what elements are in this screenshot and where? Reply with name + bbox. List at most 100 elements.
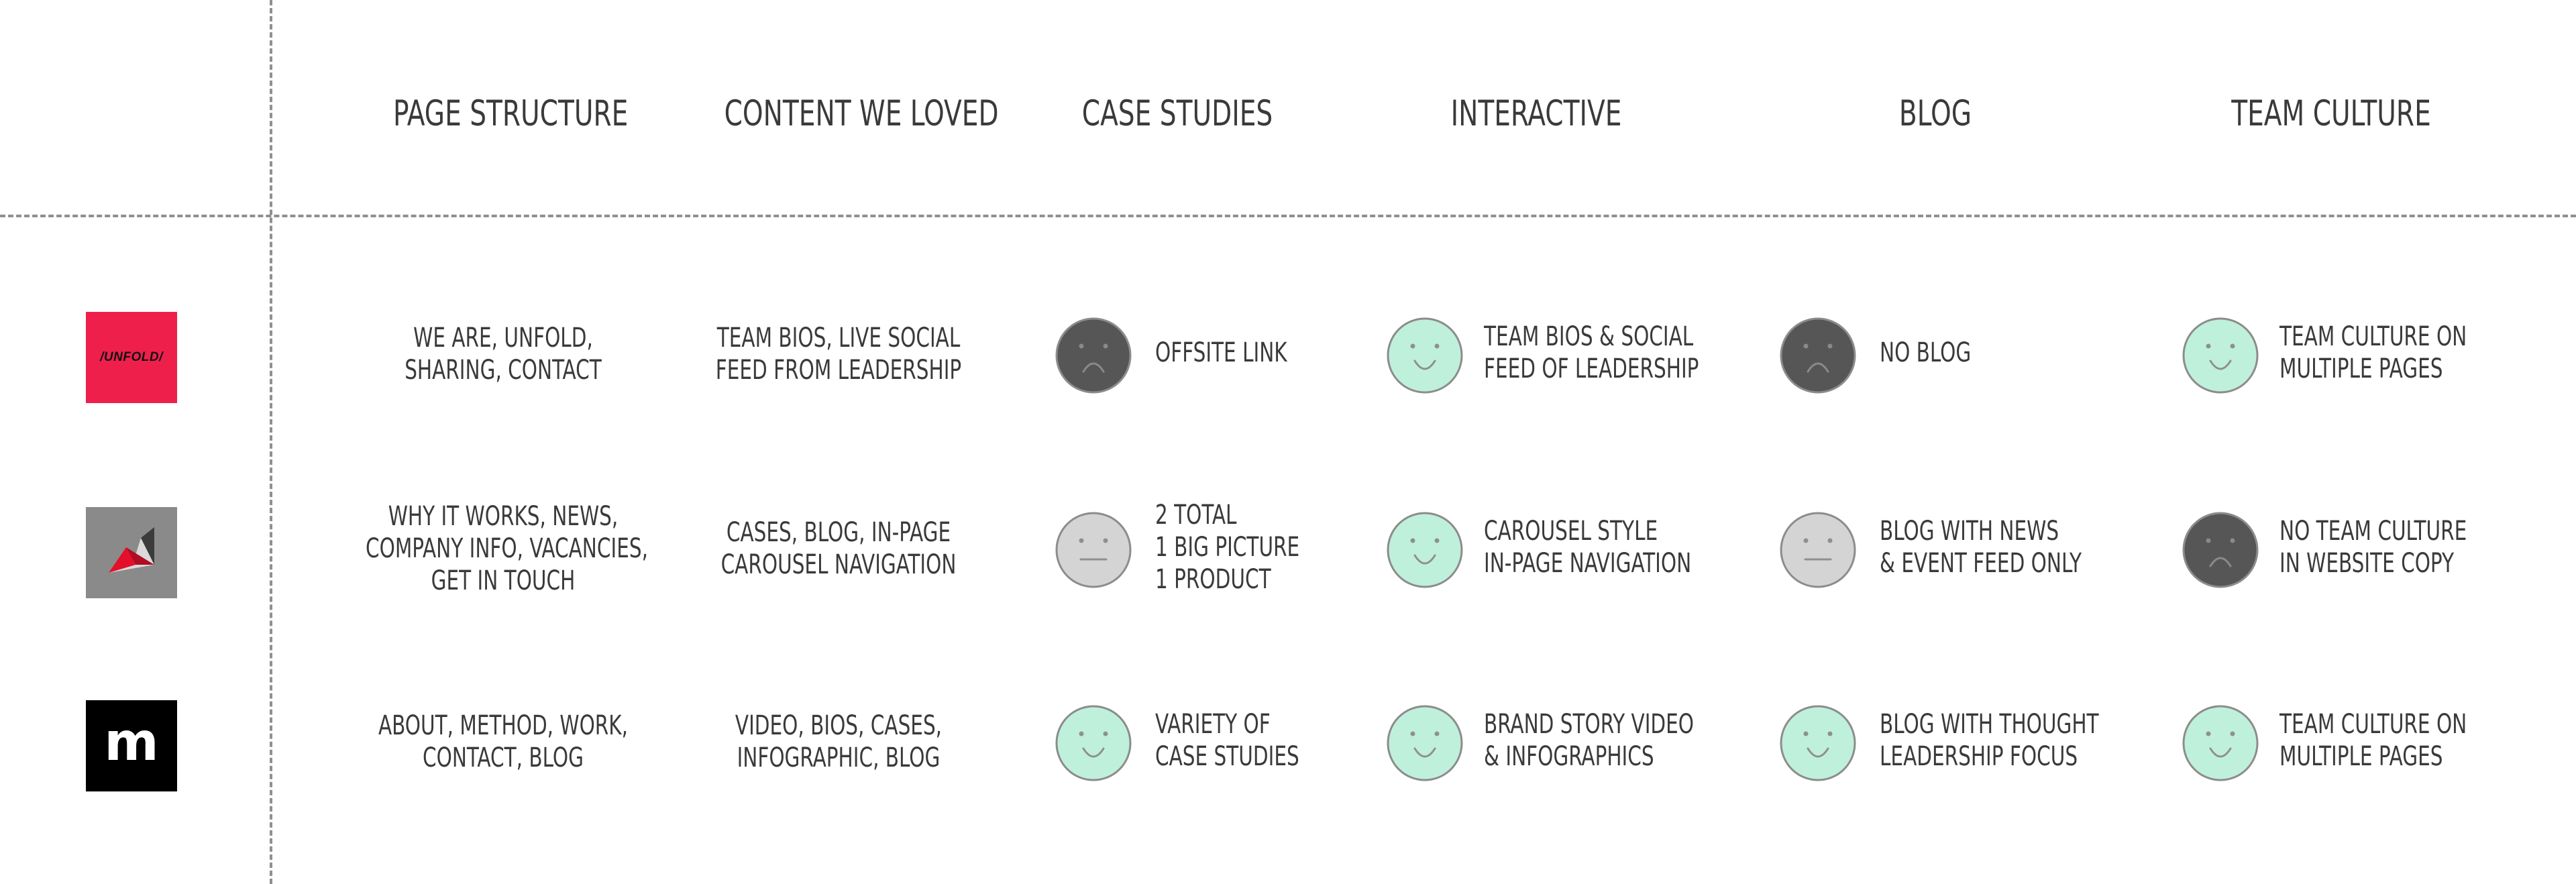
text-line: BRAND STORY VIDEO [1484,709,1694,740]
text-line: WHY IT WORKS, NEWS, [388,501,619,532]
face-mouth [1082,747,1105,758]
text-line: TEAM BIOS & SOCIAL [1484,321,1694,352]
face-circle [1780,512,1856,588]
row2-team-culture: NO TEAM CULTURE IN WEBSITE COPY [2279,515,2467,579]
logo-m: m [86,700,177,791]
happy-face-icon [1387,705,1463,781]
happy-face-icon [1055,705,1132,781]
row1-case-studies: OFFSITE LINK [1155,337,1287,369]
face-eye-right [1827,538,1833,543]
face-eye-right [1434,343,1440,349]
happy-face-icon [2182,705,2259,781]
face-eye-right [2230,343,2235,349]
text-line: BLOG WITH THOUGHT [1880,709,2099,740]
face-eye-left [1079,343,1084,349]
text-line: OFFSITE LINK [1155,337,1287,368]
sad-face-icon [2182,512,2259,588]
happy-face-icon [1387,512,1463,588]
text-line: VIDEO, BIOS, CASES, [735,710,943,741]
text-line: MULTIPLE PAGES [2279,741,2443,772]
header-case-studies: CASE STUDIES [1081,93,1273,134]
face-circle [1387,317,1463,394]
row3-interactive: BRAND STORY VIDEO & INFOGRAPHICS [1484,708,1694,773]
face-circle [1780,705,1856,781]
face-circle [1387,512,1463,588]
sad-face-icon [1780,317,1856,394]
face-eye-right [1827,731,1833,736]
text-line: IN WEBSITE COPY [2279,548,2455,579]
text-line: IN-PAGE NAVIGATION [1484,548,1692,579]
logo-triangle [86,507,177,598]
text-line: 1 PRODUCT [1155,564,1271,595]
face-circle [2182,705,2259,781]
face-eye-right [1103,343,1108,349]
text-line: CAROUSEL NAVIGATION [720,549,957,580]
text-line: TEAM CULTURE ON [2279,709,2467,740]
text-line: 1 BIG PICTURE [1155,532,1300,563]
text-line: SHARING, CONTACT [405,355,602,386]
face-circle [2182,512,2259,588]
row3-content-we-loved: VIDEO, BIOS, CASES, INFOGRAPHIC, BLOG [701,710,976,774]
face-eye-right [1434,538,1440,543]
row3-blog: BLOG WITH THOUGHT LEADERSHIP FOCUS [1880,708,2099,773]
row2-blog: BLOG WITH NEWS & EVENT FEED ONLY [1880,515,2082,579]
face-mouth [1082,362,1105,373]
face-eye-right [1827,343,1833,349]
triangle-logo-icon [109,527,154,573]
text-line: NO BLOG [1880,337,1972,368]
face-mouth [2209,360,2232,370]
face-eye-left [2206,538,2211,543]
text-line: CASE STUDIES [1155,741,1299,772]
face-circle [1055,317,1132,394]
face-circle [1780,317,1856,394]
face-eye-left [1410,343,1415,349]
header-interactive: INTERACTIVE [1450,93,1622,134]
face-mouth [1807,747,1829,758]
row1-interactive: TEAM BIOS & SOCIAL FEED OF LEADERSHIP [1484,321,1699,385]
logo-unfold-text: /UNFOLD/ [100,350,163,364]
row2-case-studies: 2 TOTAL 1 BIG PICTURE 1 PRODUCT [1155,499,1299,596]
text-line: WE ARE, UNFOLD, [413,323,593,353]
sad-face-icon [1055,317,1132,394]
happy-face-icon [1780,705,1856,781]
face-eye-right [1434,731,1440,736]
text-line: & EVENT FEED ONLY [1880,548,2082,579]
face-circle [1387,705,1463,781]
text-line: VARIETY OF [1155,709,1271,740]
face-mouth [1413,747,1436,758]
face-eye-left [1803,538,1809,543]
text-line: BLOG WITH NEWS [1880,516,2059,547]
text-line: & INFOGRAPHICS [1484,741,1654,772]
header-content-we-loved: CONTENT WE LOVED [724,93,999,134]
row3-page-structure: ABOUT, METHOD, WORK, CONTACT, BLOG [366,710,641,774]
face-circle [2182,317,2259,394]
text-line: INFOGRAPHIC, BLOG [737,742,941,773]
header-page-structure: PAGE STRUCTURE [393,93,629,134]
happy-face-icon [2182,317,2259,394]
face-circle [1055,705,1132,781]
face-mouth [1807,362,1829,373]
face-eye-left [1410,538,1415,543]
text-line: FEED OF LEADERSHIP [1484,353,1699,384]
text-line: GET IN TOUCH [431,565,576,596]
text-line: MULTIPLE PAGES [2279,353,2443,384]
face-eye-left [1803,343,1809,349]
text-line: TEAM BIOS, LIVE SOCIAL [716,323,961,353]
row3-team-culture: TEAM CULTURE ON MULTIPLE PAGES [2279,708,2467,773]
row1-page-structure: WE ARE, UNFOLD, SHARING, CONTACT [366,322,641,386]
row3-case-studies: VARIETY OF CASE STUDIES [1155,708,1299,773]
text-line: CAROUSEL STYLE [1484,516,1658,547]
vertical-divider [270,0,272,884]
text-line: LEADERSHIP FOCUS [1880,741,2078,772]
face-mouth [1413,554,1436,565]
row1-team-culture: TEAM CULTURE ON MULTIPLE PAGES [2279,321,2467,385]
face-eye-right [1103,538,1108,543]
row1-content-we-loved: TEAM BIOS, LIVE SOCIAL FEED FROM LEADERS… [701,322,976,386]
neutral-face-icon [1055,512,1132,588]
text-line: TEAM CULTURE ON [2279,321,2467,352]
neutral-face-icon [1780,512,1856,588]
row2-page-structure: WHY IT WORKS, NEWS, COMPANY INFO, VACANC… [366,500,648,597]
face-eye-right [2230,538,2235,543]
face-eye-left [1079,731,1084,736]
